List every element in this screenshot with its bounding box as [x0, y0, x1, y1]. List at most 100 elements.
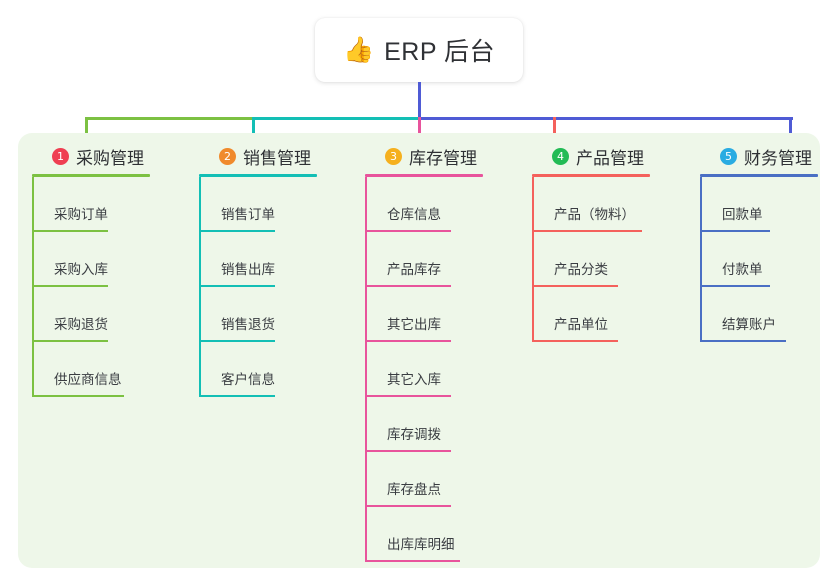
- branch-item-underline: [32, 285, 108, 287]
- branch-item-label: 产品分类: [554, 262, 608, 277]
- branch-items-sales: 销售订单销售出库销售退货客户信息: [199, 177, 359, 397]
- branch-number-badge: 4: [552, 147, 569, 165]
- branch-item-underline: [700, 285, 770, 287]
- branch-number-badge: 2: [219, 147, 236, 165]
- branch-item-label: 其它入库: [387, 372, 441, 387]
- branch-item[interactable]: 产品分类: [532, 232, 692, 287]
- branch-item-label: 客户信息: [221, 372, 275, 387]
- branch-item-underline: [365, 285, 451, 287]
- branch-item-underline: [532, 230, 642, 232]
- branch-item-underline: [32, 230, 108, 232]
- branch-item[interactable]: 产品（物料）: [532, 177, 692, 232]
- branch-item-label: 仓库信息: [387, 207, 441, 222]
- branch-item-label: 结算账户: [722, 317, 776, 332]
- branch-spine-purchase: [32, 177, 34, 397]
- branch-item-underline: [199, 340, 275, 342]
- branch-number-badge: 5: [720, 147, 737, 165]
- branch-item-underline: [199, 285, 275, 287]
- branch-item[interactable]: 回款单: [700, 177, 839, 232]
- branch-item[interactable]: 采购入库: [32, 232, 192, 287]
- branch-items-finance: 回款单付款单结算账户: [700, 177, 839, 342]
- branch-header-sales[interactable]: 2 销售管理: [199, 143, 359, 169]
- branch-item[interactable]: 采购订单: [32, 177, 192, 232]
- branch-item-underline: [365, 395, 451, 397]
- thumbs-up-icon: 👍: [342, 35, 375, 64]
- drop-finance: [789, 117, 792, 147]
- branch-item-underline: [365, 450, 451, 452]
- drop-product: [553, 117, 556, 147]
- branch-item[interactable]: 其它出库: [365, 287, 525, 342]
- branch-spine-finance: [700, 177, 702, 342]
- drop-purchase: [85, 117, 88, 147]
- branch-item-label: 销售退货: [221, 317, 275, 332]
- branch-header-underline-purchase: [32, 174, 150, 177]
- branch-item[interactable]: 产品库存: [365, 232, 525, 287]
- branch-header-finance[interactable]: 5 财务管理: [700, 143, 839, 169]
- branch-item-label: 供应商信息: [54, 372, 122, 387]
- branch-column-sales: 2 销售管理销售订单销售出库销售退货客户信息: [199, 143, 359, 397]
- segment-blue: [418, 117, 793, 120]
- branch-item[interactable]: 结算账户: [700, 287, 839, 342]
- branch-header-underline-product: [532, 174, 650, 177]
- branch-item-underline: [532, 340, 618, 342]
- branch-item-label: 销售订单: [221, 207, 275, 222]
- branch-header-underline-inventory: [365, 174, 483, 177]
- branch-item[interactable]: 销售订单: [199, 177, 359, 232]
- branch-column-purchase: 1 采购管理采购订单采购入库采购退货供应商信息: [32, 143, 192, 397]
- branch-item-label: 出库库明细: [387, 537, 455, 552]
- branch-column-finance: 5 财务管理回款单付款单结算账户: [700, 143, 839, 342]
- branch-item-underline: [700, 230, 770, 232]
- branch-item[interactable]: 产品单位: [532, 287, 692, 342]
- branch-header-underline-finance: [700, 174, 818, 177]
- branch-number-badge: 1: [52, 147, 69, 165]
- branch-title-sales: 销售管理: [243, 148, 311, 168]
- branch-item-underline: [365, 505, 451, 507]
- branch-item[interactable]: 库存盘点: [365, 452, 525, 507]
- drop-sales: [252, 117, 255, 147]
- root-node-erp-backend[interactable]: 👍 ERP 后台: [315, 18, 523, 82]
- branch-spine-product: [532, 177, 534, 342]
- branch-item-underline: [700, 340, 786, 342]
- branch-item-underline: [32, 395, 124, 397]
- branch-item[interactable]: 出库库明细: [365, 507, 525, 562]
- root-node-title: ERP 后台: [384, 38, 496, 66]
- branch-items-purchase: 采购订单采购入库采购退货供应商信息: [32, 177, 192, 397]
- branch-item[interactable]: 采购退货: [32, 287, 192, 342]
- branch-header-purchase[interactable]: 1 采购管理: [32, 143, 192, 169]
- branch-item[interactable]: 供应商信息: [32, 342, 192, 397]
- branch-header-underline-sales: [199, 174, 317, 177]
- branch-item[interactable]: 付款单: [700, 232, 839, 287]
- branch-item[interactable]: 仓库信息: [365, 177, 525, 232]
- branch-title-finance: 财务管理: [744, 148, 812, 168]
- branch-items-inventory: 仓库信息产品库存其它出库其它入库库存调拨库存盘点出库库明细: [365, 177, 525, 562]
- branch-item-label: 产品库存: [387, 262, 441, 277]
- branch-item[interactable]: 销售退货: [199, 287, 359, 342]
- branch-item-label: 库存盘点: [387, 482, 441, 497]
- branch-item[interactable]: 客户信息: [199, 342, 359, 397]
- branch-spine-sales: [199, 177, 201, 397]
- branch-item-underline: [32, 340, 108, 342]
- branch-item-underline: [365, 560, 460, 562]
- branch-item-underline: [532, 285, 618, 287]
- branch-item[interactable]: 其它入库: [365, 342, 525, 397]
- branch-item[interactable]: 库存调拨: [365, 397, 525, 452]
- branch-item-label: 产品单位: [554, 317, 608, 332]
- branch-item-label: 采购退货: [54, 317, 108, 332]
- branch-item-label: 库存调拨: [387, 427, 441, 442]
- branch-item-underline: [199, 395, 275, 397]
- branch-title-purchase: 采购管理: [76, 148, 144, 168]
- branch-number-badge: 3: [385, 147, 402, 165]
- branch-panel-background: [18, 133, 820, 568]
- branch-item-underline: [365, 340, 451, 342]
- branch-items-product: 产品（物料） 产品分类产品单位: [532, 177, 692, 342]
- segment-teal: [252, 117, 421, 120]
- branch-item-label: 销售出库: [221, 262, 275, 277]
- branch-spine-inventory: [365, 177, 367, 562]
- branch-item[interactable]: 销售出库: [199, 232, 359, 287]
- drop-inventory: [418, 117, 421, 147]
- branch-item-label: 付款单: [722, 262, 763, 277]
